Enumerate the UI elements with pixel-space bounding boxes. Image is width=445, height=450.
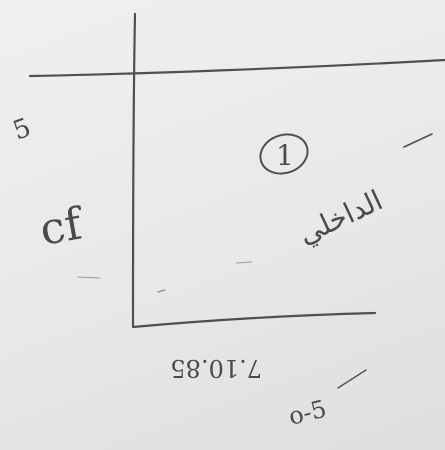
top-left-mark: 5 — [9, 113, 35, 147]
horizontal-top-line — [28, 58, 445, 78]
vertical-left-line — [131, 12, 137, 328]
bottom-note-stroke — [337, 369, 367, 389]
faint-tick — [157, 289, 166, 293]
arabic-note: الداخلي — [293, 184, 387, 251]
number-circle — [259, 133, 309, 175]
bottom-line — [131, 311, 377, 329]
cf-label: cf — [36, 198, 88, 256]
bottom-note: o-5 — [286, 395, 329, 431]
arabic-dash — [403, 133, 433, 148]
faint-dash-inner — [235, 261, 253, 264]
circled-number: 1 — [276, 139, 294, 172]
bottom-value: 7.10.85 — [170, 354, 262, 382]
faint-dash-left — [77, 276, 101, 279]
